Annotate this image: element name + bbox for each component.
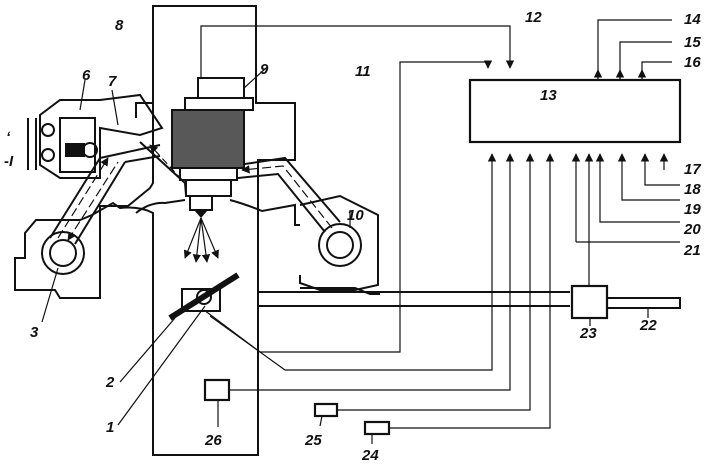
leader-lines — [41, 67, 649, 444]
throttle-valve — [168, 272, 240, 321]
device-6 — [27, 93, 164, 179]
sensor-25 — [313, 402, 339, 418]
label-18: 18 — [684, 181, 701, 198]
module-23 — [570, 284, 609, 320]
label-10: 10 — [347, 207, 364, 224]
label-25: 25 — [304, 432, 322, 449]
label-13: 13 — [540, 87, 557, 104]
label-26: 26 — [204, 432, 222, 449]
edge-mark-a: ʻ — [6, 129, 11, 146]
sensor-24 — [363, 420, 391, 436]
label-19: 19 — [684, 201, 701, 218]
edge-mark-b: -I — [4, 153, 14, 170]
air-flow-meter — [171, 77, 254, 218]
sensor-26 — [203, 378, 231, 402]
callout-labels: 8 9 6 7 10 11 12 13 14 15 16 17 18 19 20… — [4, 9, 701, 464]
label-8: 8 — [115, 17, 124, 34]
label-7: 7 — [108, 73, 117, 90]
label-6: 6 — [82, 67, 91, 84]
left-port — [41, 231, 85, 275]
label-24: 24 — [361, 447, 379, 464]
label-2: 2 — [105, 374, 115, 391]
injector-spray — [183, 217, 219, 263]
label-12: 12 — [525, 9, 542, 26]
engine-body — [14, 5, 681, 456]
label-1: 1 — [106, 419, 114, 436]
control-unit — [468, 78, 682, 144]
label-21: 21 — [683, 242, 701, 259]
label-3: 3 — [30, 324, 39, 341]
label-16: 16 — [684, 54, 701, 71]
label-22: 22 — [639, 317, 657, 334]
label-11: 11 — [355, 63, 371, 80]
label-17: 17 — [684, 161, 701, 178]
right-port — [318, 223, 362, 267]
label-20: 20 — [683, 221, 701, 238]
label-23: 23 — [579, 325, 597, 342]
right-duct — [237, 156, 341, 233]
label-15: 15 — [684, 34, 701, 51]
signal-wires — [200, 19, 680, 429]
label-9: 9 — [260, 61, 269, 78]
label-14: 14 — [684, 11, 701, 28]
